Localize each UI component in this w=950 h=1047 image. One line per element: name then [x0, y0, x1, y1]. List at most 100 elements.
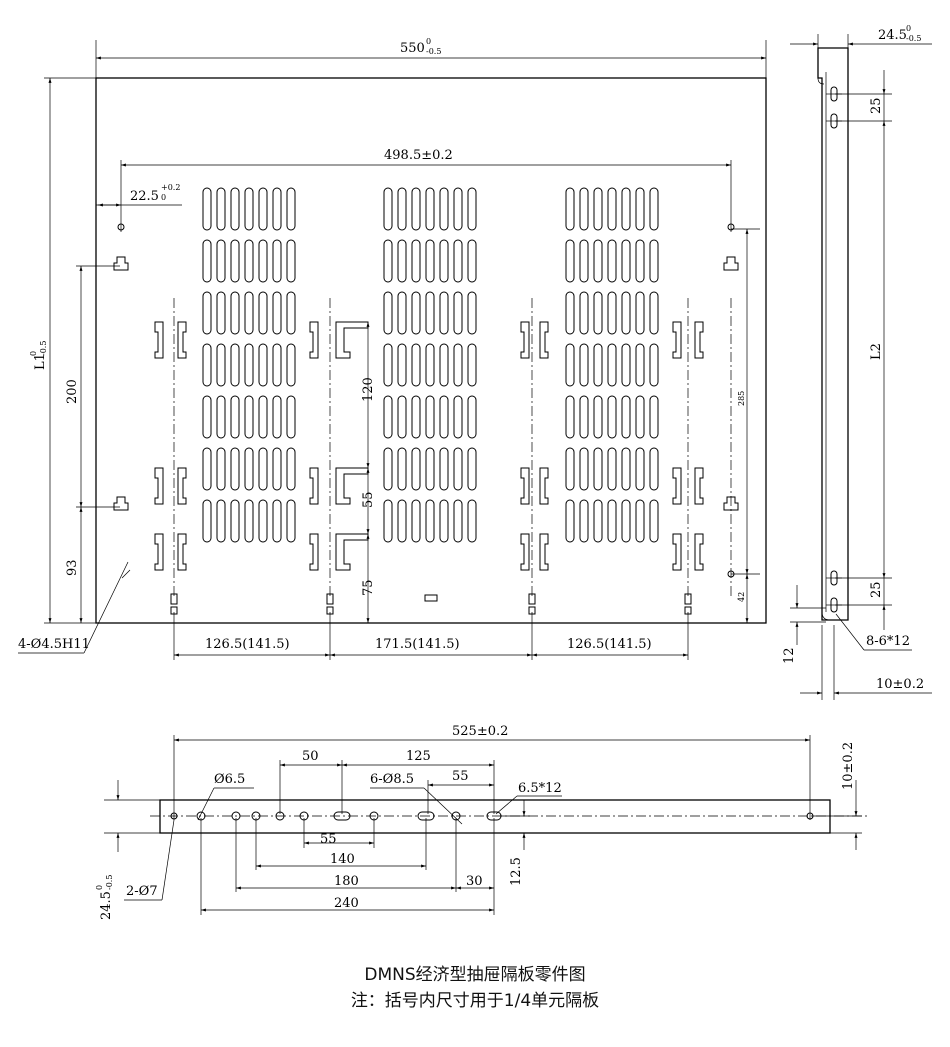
vent-slot [607, 239, 617, 283]
inner-width-dim: 498.5±0.2 [384, 148, 453, 163]
vent-slot [593, 447, 603, 491]
vent-slot [411, 395, 421, 439]
vent-slot [649, 187, 659, 231]
vent-slot [397, 291, 407, 335]
cutout-bracket [309, 321, 319, 359]
vent-slot [565, 187, 575, 231]
vent-slot [216, 499, 226, 543]
vent-slot [649, 499, 659, 543]
vent-slot [244, 239, 254, 283]
vent-slot [202, 239, 212, 283]
vent-slot [216, 291, 226, 335]
vent-slot [230, 187, 240, 231]
cutout-bracket [539, 533, 549, 571]
vent-slot [635, 499, 645, 543]
vent-slots [202, 187, 659, 543]
vent-slot [467, 447, 477, 491]
vent-slot [230, 395, 240, 439]
vent-slot [202, 395, 212, 439]
cutout-bracket [672, 467, 682, 505]
dim-120: 120 [361, 377, 376, 402]
vent-slot [649, 291, 659, 335]
vent-slot [607, 187, 617, 231]
dim-140: 140 [330, 852, 355, 867]
vent-slot [230, 291, 240, 335]
cutout-bracket [154, 321, 164, 359]
vent-slot [593, 239, 603, 283]
keyhole [723, 256, 739, 271]
vent-slot [258, 239, 268, 283]
vent-slot [453, 343, 463, 387]
dim-125: 125 [406, 749, 431, 764]
cutout-bracket [177, 321, 187, 359]
vent-slot [272, 291, 282, 335]
column-tab [326, 593, 334, 605]
vent-slot [272, 447, 282, 491]
vent-slot [635, 395, 645, 439]
cutout-bracket [539, 467, 549, 505]
height-tol-lower: -0.5 [39, 341, 48, 356]
dim-285: 285 [737, 391, 746, 406]
vent-slot [579, 395, 589, 439]
vent-slot [621, 343, 631, 387]
vent-slot [607, 499, 617, 543]
vent-slot [453, 447, 463, 491]
vent-slot [397, 395, 407, 439]
vent-slot [411, 187, 421, 231]
cutout-bracket [520, 467, 530, 505]
vent-slot [397, 447, 407, 491]
vent-slot [439, 187, 449, 231]
vent-slot [272, 343, 282, 387]
vent-slot [579, 447, 589, 491]
vent-slot [286, 239, 296, 283]
rail-height-tol-upper: 0 [95, 885, 104, 890]
vent-slot [383, 499, 393, 543]
vent-slot [579, 291, 589, 335]
vent-slot [230, 447, 240, 491]
vent-slot [439, 291, 449, 335]
vent-slot [621, 447, 631, 491]
cutout-bracket-wide [335, 321, 369, 359]
cutout-bracket [520, 321, 530, 359]
hole-65-note: Ø6.5 [214, 772, 245, 787]
vent-slot [244, 499, 254, 543]
vent-slot [216, 395, 226, 439]
vent-slot [439, 343, 449, 387]
cutout-bracket [672, 533, 682, 571]
vent-slot [621, 499, 631, 543]
dim-L2: L2 [869, 343, 884, 360]
hole-mark [727, 223, 735, 231]
vent-slot [286, 343, 296, 387]
vent-slot [286, 291, 296, 335]
overall-dim: 525±0.2 [452, 724, 508, 739]
vent-slot [593, 291, 603, 335]
keyhole [113, 256, 129, 271]
height-tol-upper: 0 [29, 351, 38, 356]
cutout-bracket [672, 321, 682, 359]
vent-slot [216, 343, 226, 387]
vent-slot [272, 239, 282, 283]
vent-slot [286, 187, 296, 231]
vent-slot [453, 395, 463, 439]
vent-slot [286, 499, 296, 543]
vent-slot [397, 343, 407, 387]
vent-slot [565, 239, 575, 283]
vent-slot [649, 447, 659, 491]
edge-10-dim: 10±0.2 [876, 677, 924, 692]
hole-note: 4-Ø4.5H11 [18, 637, 90, 652]
vent-slot [411, 343, 421, 387]
vent-slot [439, 499, 449, 543]
vent-slot [272, 187, 282, 231]
rail-height-dim: 24.5 [99, 891, 114, 920]
vent-slot [202, 187, 212, 231]
side-cutouts [154, 321, 704, 571]
dim-240: 240 [334, 896, 359, 911]
dim-55: 55 [361, 491, 376, 508]
vent-slot [593, 395, 603, 439]
cutout-bracket [177, 533, 187, 571]
vent-slot [244, 291, 254, 335]
vent-slot [565, 343, 575, 387]
side-profile [817, 47, 849, 621]
cutout-bracket [694, 321, 704, 359]
keyhole-mounts [113, 256, 739, 511]
